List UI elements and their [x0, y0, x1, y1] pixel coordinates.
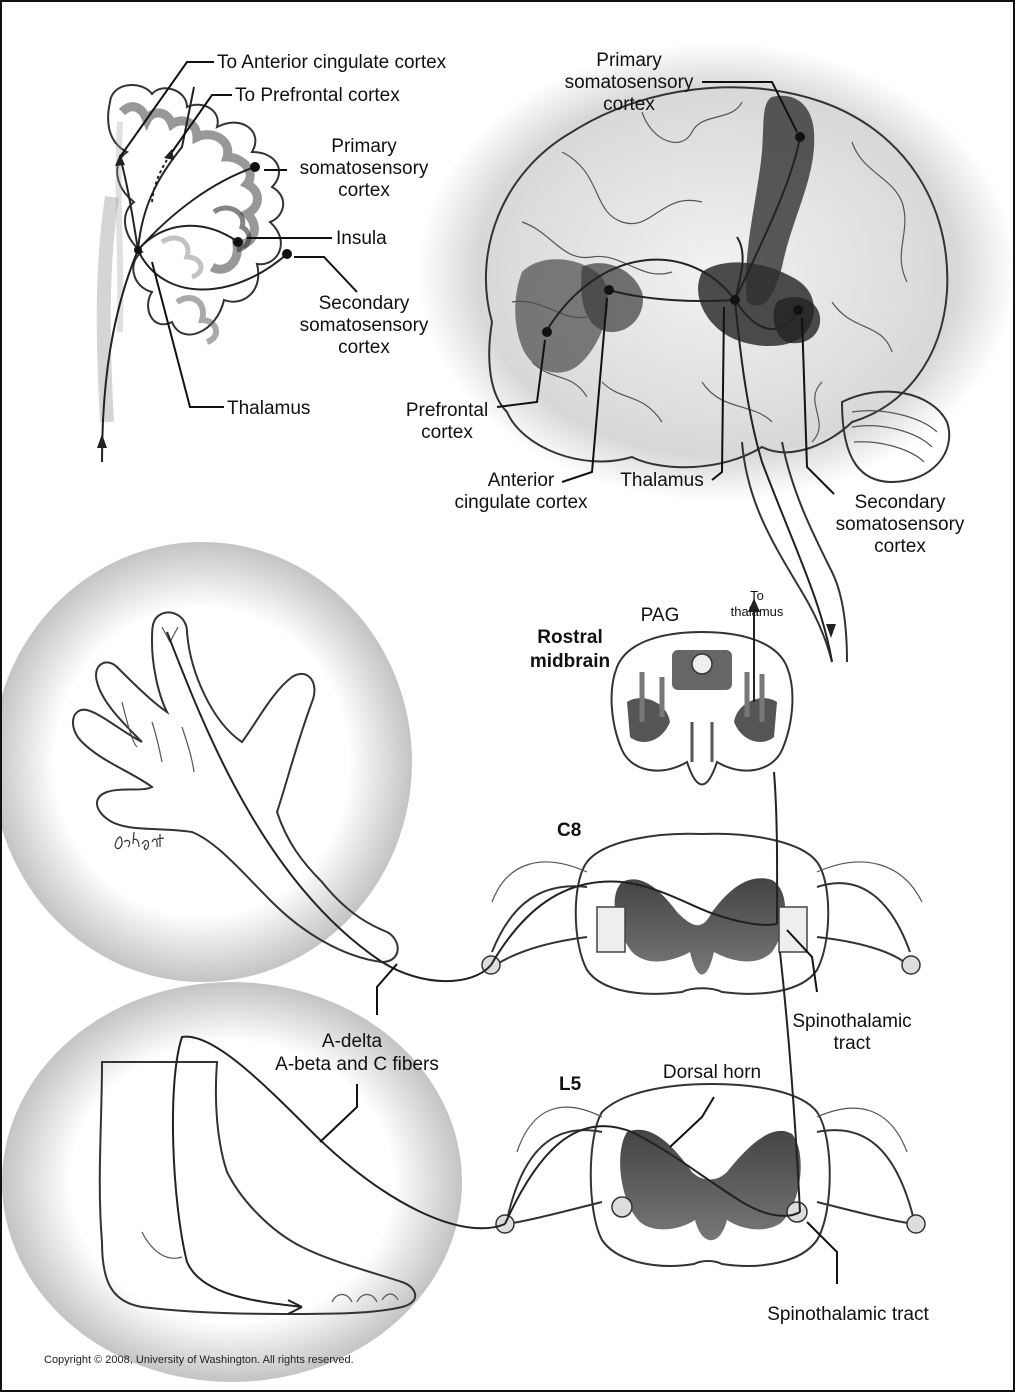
label-primary-somato-right-1: Primary [596, 50, 662, 71]
label-anterior-cingulate-right-2: cingulate cortex [454, 492, 588, 513]
l5-spinal-section [496, 1084, 925, 1266]
label-prefrontal-right-2: cortex [421, 422, 473, 443]
label-dorsal-horn: Dorsal horn [663, 1062, 761, 1083]
label-secondary-somato-left-3: cortex [338, 337, 390, 358]
label-spinothalamic-l5: Spinothalamic tract [767, 1304, 929, 1325]
label-prefrontal-right-1: Prefrontal [406, 400, 488, 421]
label-fibers-2: A-beta and C fibers [275, 1054, 439, 1075]
label-secondary-somato-right-2: somatosensory [836, 514, 965, 535]
label-primary-somato-left-1: Primary [331, 136, 397, 157]
label-c8: C8 [557, 820, 581, 841]
label-to-prefrontal: To Prefrontal cortex [235, 85, 400, 106]
label-thalamus-left: Thalamus [227, 398, 310, 419]
label-anterior-cingulate-right-1: Anterior [488, 470, 555, 491]
c8-spinal-section [482, 834, 922, 994]
label-primary-somato-right-3: cortex [603, 94, 655, 115]
label-secondary-somato-left-2: somatosensory [300, 315, 429, 336]
label-l5: L5 [559, 1074, 582, 1095]
label-spinothalamic-c8-1: Spinothalamic [792, 1011, 911, 1032]
label-secondary-somato-right-1: Secondary [855, 492, 946, 513]
label-thalamus-right: Thalamus [620, 470, 703, 491]
label-spinothalamic-c8-2: tract [834, 1033, 872, 1054]
copyright-notice: Copyright © 2008, University of Washingt… [44, 1354, 354, 1366]
label-rostral-midbrain-2: midbrain [530, 651, 610, 672]
label-secondary-somato-left-1: Secondary [319, 293, 410, 314]
hand-illustration [2, 542, 412, 982]
label-primary-somato-left-2: somatosensory [300, 158, 429, 179]
label-to-thalamus-2: thalamus [731, 604, 784, 619]
lateral-brain [417, 42, 1013, 662]
label-secondary-somato-right-3: cortex [874, 536, 926, 557]
label-rostral-midbrain-1: Rostral [537, 627, 602, 648]
label-insula: Insula [336, 228, 387, 249]
label-primary-somato-left-3: cortex [338, 180, 390, 201]
label-pag: PAG [641, 605, 680, 626]
label-primary-somato-right-2: somatosensory [565, 72, 694, 93]
foot-illustration [2, 982, 462, 1382]
label-to-anterior-cingulate: To Anterior cingulate cortex [217, 52, 447, 73]
coronal-brain-section [104, 85, 283, 422]
label-fibers-1: A-delta [322, 1031, 383, 1052]
label-to-thalamus-1: To [750, 588, 764, 603]
rostral-midbrain-section [612, 632, 793, 785]
